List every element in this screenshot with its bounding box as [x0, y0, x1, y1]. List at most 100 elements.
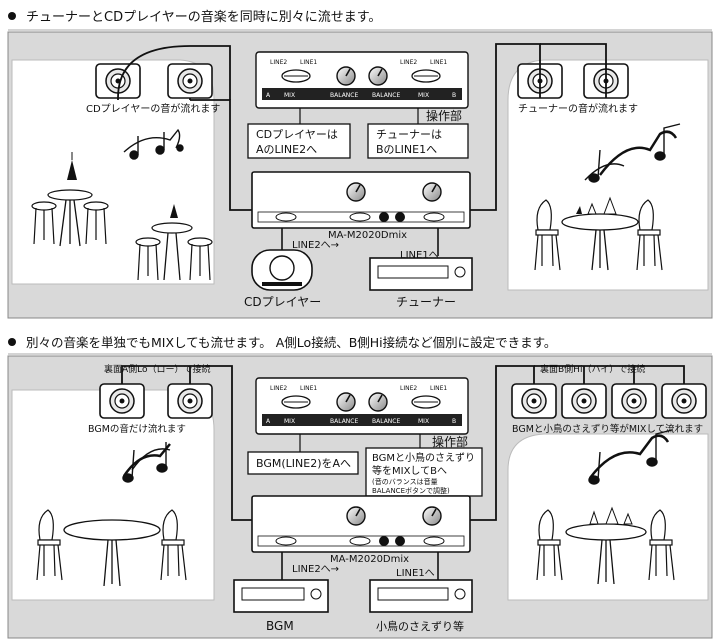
- panel-line2-left: LINE2: [270, 59, 287, 66]
- music-notes-icon: [584, 123, 681, 183]
- callout-right: [367, 123, 469, 159]
- callout-right-line1: チューナーは: [376, 128, 442, 141]
- amplifier: [251, 171, 471, 229]
- callout-left-line1: CDプレイヤーは: [256, 128, 338, 141]
- bgm-player-icon: [233, 579, 329, 613]
- callout-right-line1: BGMと小鳥のさえずり: [372, 451, 475, 464]
- cafe-table-icon: [565, 506, 647, 585]
- speaker-cable: [534, 365, 685, 384]
- cafe-table-icon: [561, 196, 639, 271]
- panel-mix-label: MIX: [418, 92, 429, 99]
- section-2-header: 別々の音楽を単独でもMIXしても流せます。 A側Lo接続、B側Hi接続など個別に…: [26, 335, 556, 350]
- line2-label: LINE2へ→: [292, 564, 339, 575]
- speaker-icon: [511, 383, 557, 419]
- section-2: 別々の音楽を単独でもMIXしても流せます。 A側Lo接続、B側Hi接続など個別に…: [7, 335, 713, 639]
- panel-mix-label: MIX: [284, 418, 295, 425]
- panel-line1-left: LINE1: [300, 59, 317, 66]
- speaker-cable: [470, 43, 541, 211]
- bar-table-icon: [47, 152, 93, 247]
- right-room-caption: BGMと小鳥のさえずり等がMIXして流れます: [512, 423, 703, 435]
- speaker-icon: [167, 63, 213, 99]
- speaker-icon: [167, 383, 213, 419]
- panel-a-label: A: [266, 92, 271, 99]
- right-room-caption: チューナーの音が流れます: [518, 102, 638, 115]
- bird-sound-player-icon: [369, 579, 473, 613]
- speaker-icon: [561, 383, 607, 419]
- callout-left: [247, 123, 351, 159]
- line1-label: LINE1へ: [400, 250, 439, 261]
- right-room: [507, 433, 709, 601]
- panel-a-label: A: [266, 418, 271, 425]
- bullet-icon: [8, 338, 16, 346]
- speaker-cable: [121, 365, 252, 521]
- volume-knob-icon[interactable]: [346, 506, 366, 526]
- balance-knob-a[interactable]: [336, 392, 356, 412]
- callout-right-line4: BALANCEボタンで調整): [372, 486, 450, 495]
- volume-knob-icon[interactable]: [422, 506, 442, 526]
- panel-line2-left: LINE2: [270, 385, 287, 392]
- source-left-label: CDプレイヤー: [244, 295, 321, 309]
- panel-mix-label: MIX: [284, 92, 295, 99]
- music-notes-icon: [123, 128, 184, 160]
- left-room-caption: CDプレイヤーの音が流れます: [86, 102, 220, 115]
- source-left-label: BGM: [266, 619, 294, 633]
- amplifier: [251, 495, 471, 553]
- panel-line1-right: LINE1: [430, 59, 447, 66]
- balance-knob-a[interactable]: [336, 66, 356, 86]
- balance-knob-b[interactable]: [368, 66, 388, 86]
- volume-knob-icon[interactable]: [422, 182, 442, 202]
- selector-switch-a[interactable]: [349, 536, 371, 546]
- amp-model-label: MA-M2020Dmix: [328, 230, 407, 241]
- callout-right-line2: 等をMIXしてBへ: [372, 464, 447, 477]
- speaker-icon: [611, 383, 657, 419]
- panel-balance-label: BALANCE: [372, 418, 400, 425]
- callout-right: [365, 447, 483, 497]
- control-panel: LINE2 LINE1 LINE2 LINE1 A MIX BALANCE BA…: [255, 51, 469, 109]
- selector-switch-a[interactable]: [275, 536, 297, 546]
- right-top-label: 裏面B側Hi（ハイ）で接続: [540, 363, 645, 375]
- line1-label: LINE1へ: [396, 568, 435, 579]
- panel-line2-right: LINE2: [400, 59, 417, 66]
- left-room: [11, 389, 215, 601]
- source-right-label: 小鳥のさえずり等: [376, 619, 464, 633]
- left-top-label: 裏面A側Lo（ロー）で接続: [104, 363, 211, 375]
- balance-knob-icon[interactable]: [395, 536, 405, 546]
- source-right-label: チューナー: [396, 295, 456, 309]
- cafe-table-icon: [63, 519, 161, 587]
- panel-balance-label: BALANCE: [372, 92, 400, 99]
- selector-switch-a[interactable]: [349, 212, 371, 222]
- speaker-cable: [117, 98, 252, 211]
- panel-b-label: B: [452, 92, 456, 99]
- balance-knob-icon[interactable]: [379, 212, 389, 222]
- section-1-header: チューナーとCDプレイヤーの音楽を同時に別々に流せます。: [26, 9, 381, 25]
- balance-knob-icon[interactable]: [395, 212, 405, 222]
- callout-left: [247, 451, 359, 475]
- panel-label: 操作部: [426, 108, 462, 123]
- tuner-icon: [369, 257, 473, 291]
- panel-line1-left: LINE1: [300, 385, 317, 392]
- callout-left-line2: AのLINE2へ: [256, 143, 317, 156]
- callout-right-line3: (音のバランスは音量: [372, 477, 438, 486]
- speaker-cable: [470, 365, 535, 521]
- callout-right-line2: BのLINE1へ: [376, 143, 437, 156]
- panel-line2-right: LINE2: [400, 385, 417, 392]
- section-1: チューナーとCDプレイヤーの音楽を同時に別々に流せます。 CDプレイヤーの音が流…: [7, 9, 713, 319]
- bar-table-icon: [151, 204, 193, 281]
- left-room-caption: BGMの音だけ流れます: [88, 423, 186, 435]
- panel-label: 操作部: [432, 434, 468, 449]
- panel-mix-label: MIX: [418, 418, 429, 425]
- speaker-icon: [99, 383, 145, 419]
- panel-balance-label: BALANCE: [330, 418, 358, 425]
- bullet-icon: [8, 12, 16, 20]
- selector-switch-a[interactable]: [275, 212, 297, 222]
- line2-label: LINE2へ→: [292, 240, 339, 251]
- balance-knob-b[interactable]: [368, 392, 388, 412]
- balance-knob-icon[interactable]: [379, 536, 389, 546]
- volume-knob-icon[interactable]: [346, 182, 366, 202]
- amp-model-label: MA-M2020Dmix: [330, 554, 409, 565]
- selector-switch-b[interactable]: [423, 212, 445, 222]
- control-panel: LINE2 LINE1 LINE2 LINE1 A MIX BALANCE BA…: [255, 377, 469, 435]
- selector-switch-b[interactable]: [423, 536, 445, 546]
- speaker-cable: [117, 45, 231, 100]
- panel-line1-right: LINE1: [430, 385, 447, 392]
